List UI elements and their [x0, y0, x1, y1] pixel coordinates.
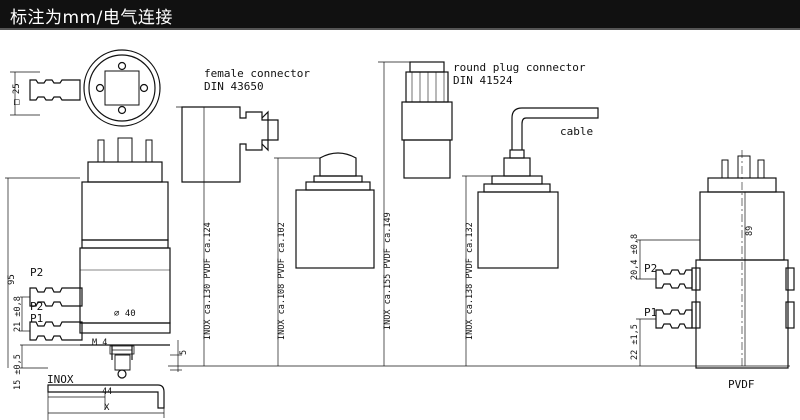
dim-x: X — [104, 403, 110, 413]
label-din-41524: DIN 41524 — [453, 74, 513, 87]
dim-15: 15 ±0,5 — [13, 354, 23, 390]
dim-inox-108: INOX ca.108 PVDF ca.102 — [277, 222, 287, 340]
label-pvdf: PVDF — [728, 378, 755, 391]
cable-device: cable INOX ca.138 PVDF ca.132 — [462, 107, 599, 366]
page-title: 标注为mm/电气连接 — [10, 8, 173, 28]
label-din-43650: DIN 43650 — [204, 80, 264, 93]
dim-89: 89 — [745, 226, 755, 236]
dim-22: 22 ±1,5 — [630, 324, 640, 360]
label-p1-left: P1 — [30, 312, 43, 325]
dim-inox-138: INOX ca.138 PVDF ca.132 — [465, 222, 475, 340]
label-round-plug: round plug connector — [453, 61, 586, 74]
dim-diameter-40: ∅ 40 — [114, 309, 136, 319]
top-view: □ 25 — [10, 49, 161, 127]
side-view-inox: P2 P2 P1 INOX — [29, 137, 171, 409]
dim-inox-130: INOX ca.130 PVDF ca.124 — [203, 222, 213, 340]
dim-inox-155: INOX ca.155 PVDF ca.149 — [383, 212, 393, 330]
header-bar: 标注为mm/电气连接 — [0, 0, 800, 28]
dim-95: 95 — [7, 274, 17, 285]
device-108: INOX ca.108 PVDF ca.102 — [274, 152, 375, 366]
right-dimensions: 89 20,4 ±0,8 22 ±1,5 — [630, 192, 755, 366]
label-p1-right: P1 — [644, 306, 657, 319]
female-connector-view: female connector DIN 43650 INOX ca.130 P… — [176, 67, 310, 366]
header-divider — [0, 28, 800, 30]
label-cable: cable — [560, 125, 593, 138]
label-p2-left: P2 — [30, 300, 43, 313]
side-view-pvdf: P2 P1 PVDF — [644, 150, 795, 391]
dim-m4: M 4 — [92, 338, 107, 348]
label-p2-right: P2 — [644, 262, 657, 275]
dim-5: 5 — [179, 350, 189, 355]
label-female-connector: female connector — [204, 67, 310, 80]
dim-20-4: 20,4 ±0,8 — [630, 234, 640, 280]
label-inox: INOX — [47, 373, 74, 386]
dim-21: 21 ±0,8 — [13, 296, 23, 332]
round-plug-view: round plug connector DIN 41524 INOX ca.1… — [378, 61, 586, 366]
label-p2-left-top: P2 — [30, 266, 43, 279]
left-dimensions: 95 21 ±0,8 15 ±0,5 ∅ 40 M 4 5 44 X — [5, 177, 790, 420]
dim-square-25: □ 25 — [12, 83, 22, 105]
dim-44: 44 — [102, 387, 112, 397]
